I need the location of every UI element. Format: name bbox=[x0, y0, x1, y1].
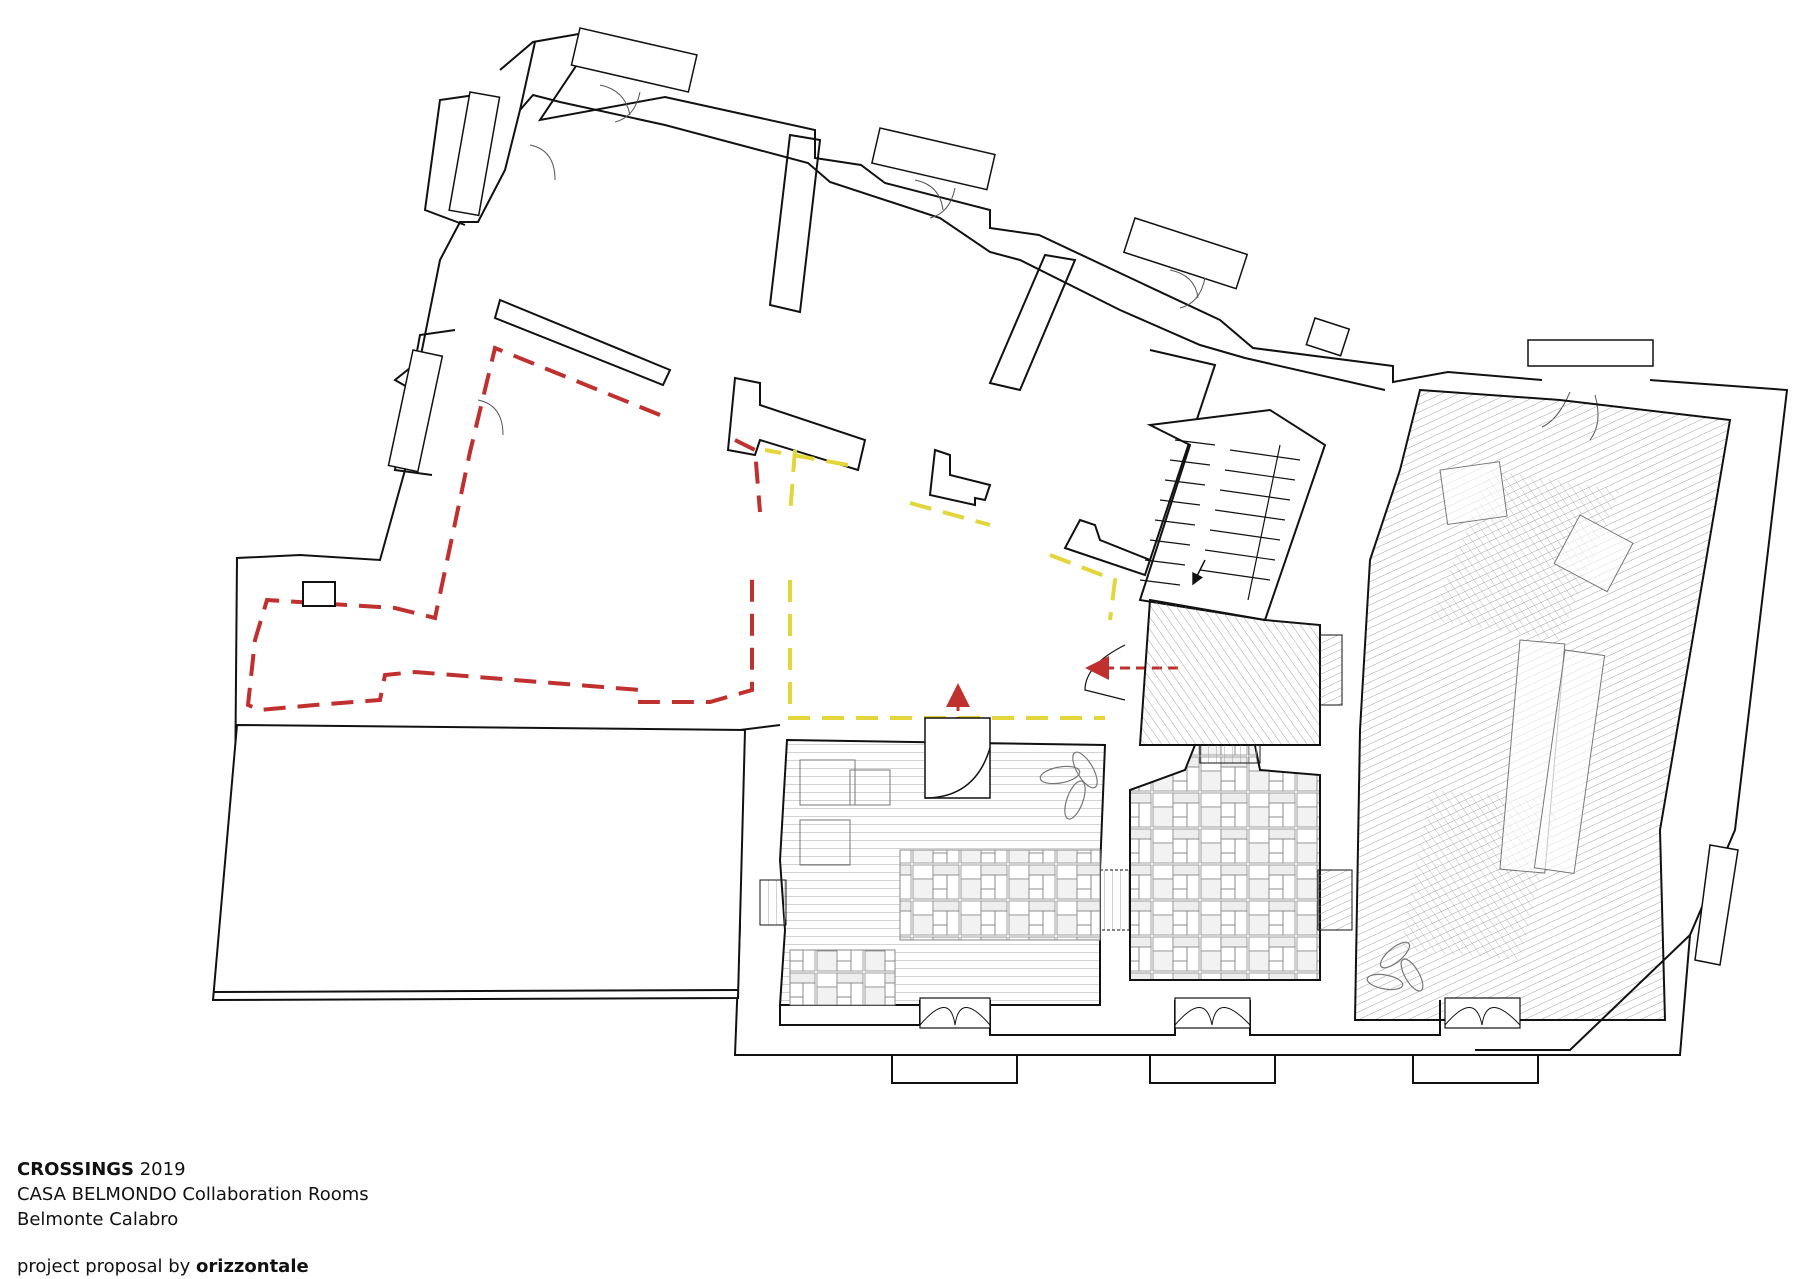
credit-name: orizzontale bbox=[196, 1256, 309, 1277]
caption-spacer bbox=[17, 1232, 369, 1254]
bottom-wall bbox=[733, 724, 1691, 1084]
caption-title-line: CROSSINGS 2019 bbox=[17, 1157, 369, 1182]
right-room bbox=[1353, 379, 1789, 1051]
stair-landing bbox=[1138, 598, 1343, 746]
credit-line: project proposal by orizzontale bbox=[17, 1254, 369, 1279]
chairs-group bbox=[799, 759, 891, 866]
upper-wing-walls bbox=[234, 30, 1543, 801]
yellow-dashed-boundary bbox=[764, 448, 1118, 720]
project-location: Belmonte Calabro bbox=[17, 1209, 179, 1230]
stair-core bbox=[1138, 408, 1327, 622]
credit-prefix: project proposal by bbox=[17, 1256, 191, 1277]
project-subtitle: CASA BELMONDO Collaboration Rooms bbox=[17, 1184, 369, 1205]
stair-arrow-icon bbox=[1192, 559, 1206, 586]
upper-openings bbox=[387, 27, 1654, 473]
courtyard-block bbox=[211, 581, 747, 1002]
lower-left-room bbox=[759, 717, 1107, 1006]
red-dashed-boundary bbox=[245, 345, 762, 713]
middle-stone-room bbox=[1099, 744, 1353, 981]
door-swing-icons bbox=[477, 84, 1599, 441]
fan-icon bbox=[1366, 941, 1424, 992]
fan-icon bbox=[1039, 751, 1098, 820]
project-title: CROSSINGS bbox=[17, 1159, 134, 1180]
project-year: 2019 bbox=[139, 1159, 186, 1180]
caption: CROSSINGS 2019 CASA BELMONDO Collaborati… bbox=[17, 1157, 369, 1279]
